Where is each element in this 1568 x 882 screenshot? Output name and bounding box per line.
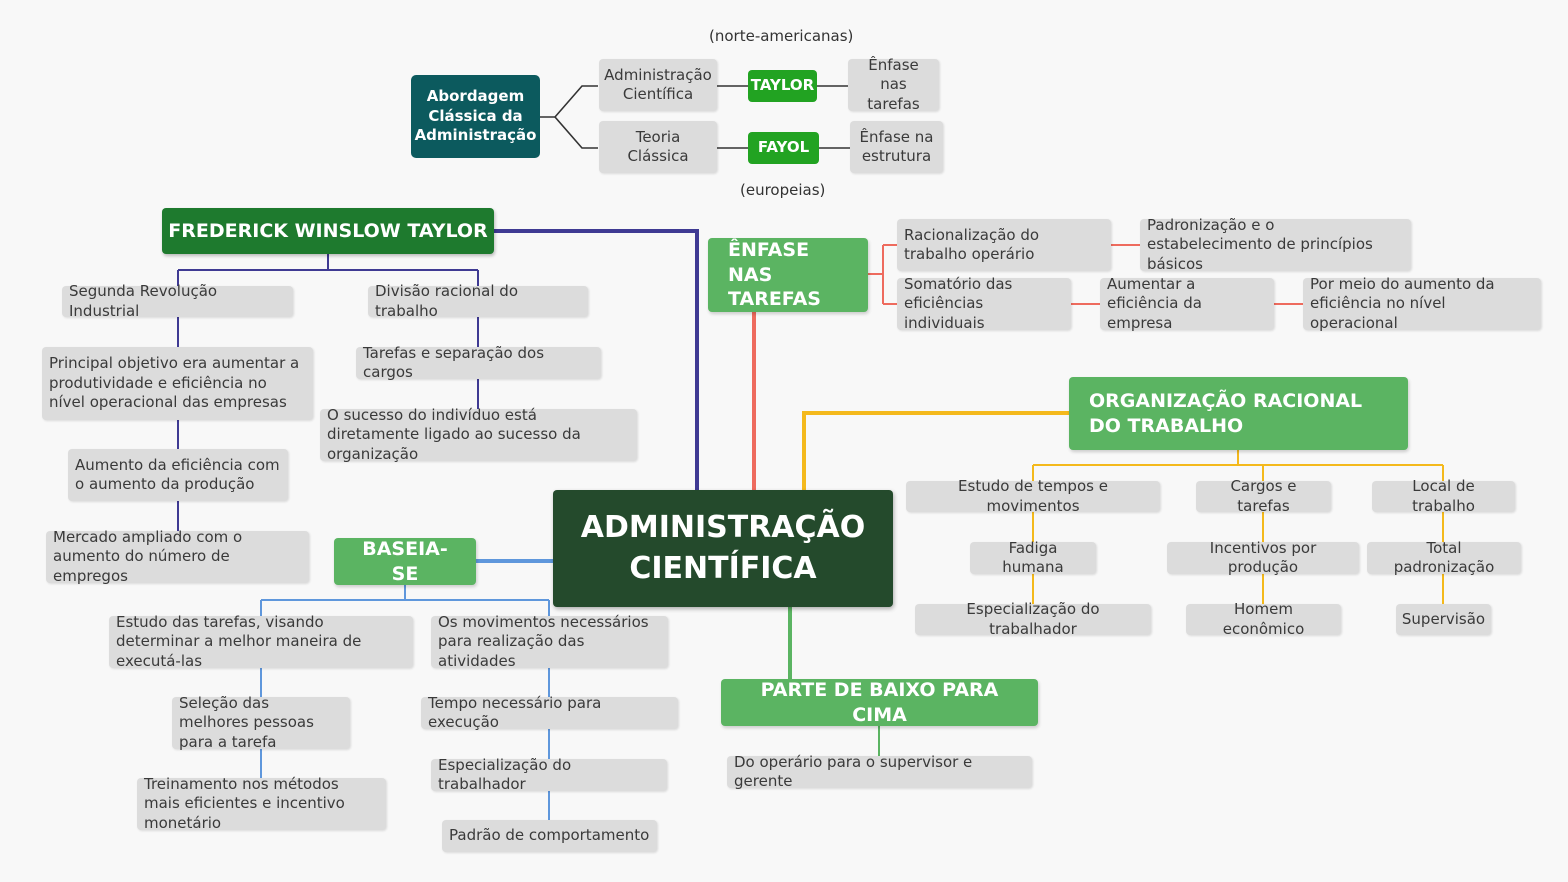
- enfase-item[interactable]: Padronização e o estabelecimento de prin…: [1140, 216, 1411, 273]
- taylor-item[interactable]: Principal objetivo era aumentar a produt…: [42, 347, 313, 420]
- baseia-item[interactable]: Especialização do trabalhador: [431, 756, 667, 793]
- baseia-item[interactable]: Tempo necessário para execução: [421, 694, 678, 731]
- baseia-item[interactable]: Padrão de comportamento: [442, 820, 657, 852]
- org-item[interactable]: Total padronização: [1367, 539, 1521, 576]
- org-item[interactable]: Cargos e tarefas: [1196, 477, 1331, 515]
- enfase-item[interactable]: Aumentar a eficiência da empresa: [1100, 275, 1274, 332]
- topic-organizacao-racional[interactable]: ORGANIZAÇÃO RACIONAL DO TRABALHO: [1069, 377, 1408, 450]
- org-item[interactable]: Incentivos por produção: [1167, 539, 1359, 576]
- node-enfase-nas-tarefas-top[interactable]: Ênfase nas tarefas: [848, 56, 939, 113]
- enfase-item[interactable]: Por meio do aumento da eficiência no nív…: [1303, 275, 1541, 332]
- node-enfase-na-estrutura[interactable]: Ênfase na estrutura: [850, 121, 943, 173]
- taylor-item[interactable]: Aumento da eficiência com o aumento da p…: [68, 449, 288, 501]
- org-item[interactable]: Supervisão: [1396, 604, 1491, 635]
- baseia-item[interactable]: Estudo das tarefas, visando determinar a…: [109, 613, 413, 670]
- taylor-item[interactable]: Divisão racional do trabalho: [368, 282, 588, 320]
- central-topic-administracao-cientifica[interactable]: ADMINISTRAÇÃO CIENTÍFICA: [553, 490, 893, 607]
- note-norte-americanas: (norte-americanas): [709, 27, 854, 45]
- baseia-item[interactable]: Seleção das melhores pessoas para a tare…: [172, 694, 350, 751]
- note-europeias: (europeias): [740, 181, 826, 199]
- baseia-item[interactable]: Treinamento nos métodos mais eficientes …: [137, 775, 386, 832]
- node-administracao-cientifica[interactable]: Administração Científica: [599, 59, 717, 111]
- root-abordagem-classica[interactable]: Abordagem Clássica da Administração: [411, 75, 540, 158]
- topic-parte-de-baixo-para-cima[interactable]: PARTE DE BAIXO PARA CIMA: [721, 679, 1038, 726]
- org-item[interactable]: Fadiga humana: [970, 539, 1096, 576]
- topic-baseia-se[interactable]: BASEIA-SE: [334, 538, 476, 585]
- enfase-item[interactable]: Racionalização do trabalho operário: [897, 219, 1111, 271]
- taylor-item[interactable]: Mercado ampliado com o aumento do número…: [46, 528, 309, 585]
- topic-enfase-nas-tarefas[interactable]: ÊNFASE NAS TAREFAS: [708, 238, 868, 312]
- org-item[interactable]: Local de trabalho: [1372, 477, 1515, 515]
- badge-taylor[interactable]: TAYLOR: [748, 70, 817, 102]
- badge-fayol[interactable]: FAYOL: [748, 132, 819, 164]
- org-item[interactable]: Especialização do trabalhador: [915, 600, 1151, 638]
- taylor-item[interactable]: O sucesso do indivíduo está diretamente …: [320, 406, 637, 463]
- enfase-item[interactable]: Somatório das eficiências individuais: [897, 275, 1071, 332]
- topic-frederick-winslow-taylor[interactable]: FREDERICK WINSLOW TAYLOR: [162, 208, 494, 254]
- org-item[interactable]: Estudo de tempos e movimentos: [906, 477, 1160, 515]
- baixo-item[interactable]: Do operário para o supervisor e gerente: [727, 753, 1032, 790]
- baseia-item[interactable]: Os movimentos necessários para realizaçã…: [431, 613, 668, 670]
- taylor-item[interactable]: Segunda Revolução Industrial: [62, 282, 293, 320]
- taylor-item[interactable]: Tarefas e separação dos cargos: [356, 344, 601, 381]
- org-item[interactable]: Homem econômico: [1186, 600, 1341, 638]
- node-teoria-classica[interactable]: Teoria Clássica: [599, 121, 717, 173]
